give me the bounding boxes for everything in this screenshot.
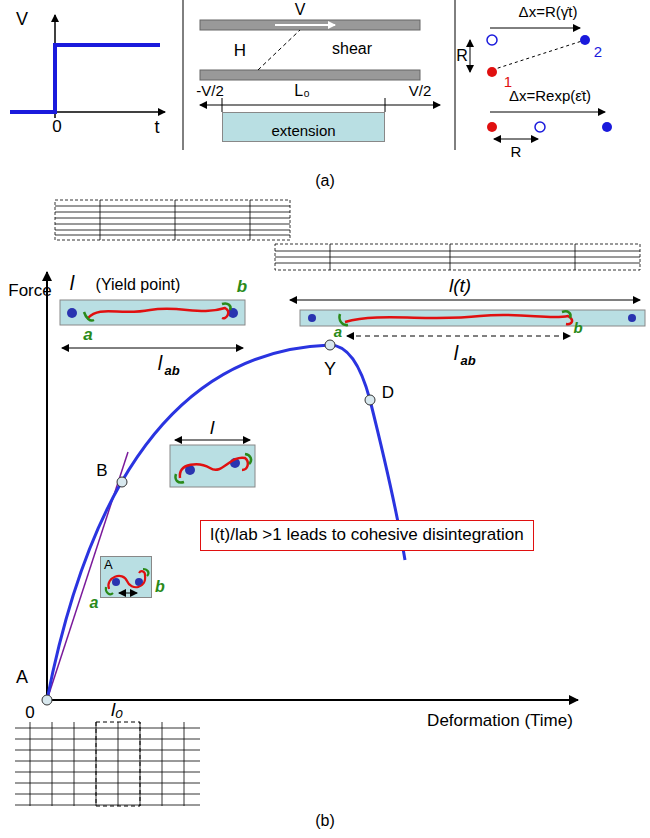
axis-label: V xyxy=(16,10,28,30)
length-label: l xyxy=(70,272,74,294)
axis-origin: 0 xyxy=(25,704,34,723)
subscript: ab xyxy=(460,354,475,368)
point-label: Y xyxy=(324,360,336,380)
length-label: l(t) xyxy=(449,276,471,297)
formula: Δx=R(γ̇t) xyxy=(519,4,578,21)
point-label: (Yield point) xyxy=(96,276,181,294)
panel-caption: (a) xyxy=(315,172,335,190)
formula: Δx=Rexp(ε̇t) xyxy=(509,88,591,105)
velocity-label: V/2 xyxy=(409,83,432,100)
velocity-label: V xyxy=(295,1,306,19)
subscript: ab xyxy=(164,364,179,378)
end-label: a xyxy=(83,326,92,345)
length-label: L₀ xyxy=(294,82,310,100)
end-label: a xyxy=(90,594,99,612)
node-text: extension xyxy=(271,123,335,140)
point-label: A xyxy=(16,668,28,688)
end-label: b xyxy=(573,320,582,337)
axis-origin: 0 xyxy=(52,118,61,137)
note-box: l(t)/lab >1 leads to cohesive disintegra… xyxy=(200,520,534,551)
length-label: l xyxy=(454,342,458,364)
length-label: l xyxy=(158,352,162,374)
end-label: b xyxy=(155,578,165,596)
length-label: l xyxy=(210,418,214,439)
node-text: l(t)/lab >1 leads to cohesive disintegra… xyxy=(210,526,523,545)
axis-label: Deformation (Time) xyxy=(427,712,573,731)
length-label: l₀ xyxy=(111,700,123,721)
mode-label: shear xyxy=(332,40,372,58)
sample-box: A xyxy=(100,556,152,598)
point-label: B xyxy=(96,462,107,481)
axis-label: Force xyxy=(8,282,51,301)
distance-label: R xyxy=(456,47,468,65)
extension-sample: extension xyxy=(222,112,385,142)
end-label: a xyxy=(334,324,342,341)
gap-label: H xyxy=(234,42,246,61)
velocity-label: -V/2 xyxy=(196,83,224,100)
end-label: b xyxy=(237,278,247,297)
particle-number: 2 xyxy=(594,44,602,61)
distance-label: R xyxy=(511,144,522,161)
point-label: D xyxy=(382,384,394,403)
panel-caption: (b) xyxy=(315,812,335,830)
node-text: A xyxy=(104,558,113,572)
axis-label: t xyxy=(154,118,159,138)
